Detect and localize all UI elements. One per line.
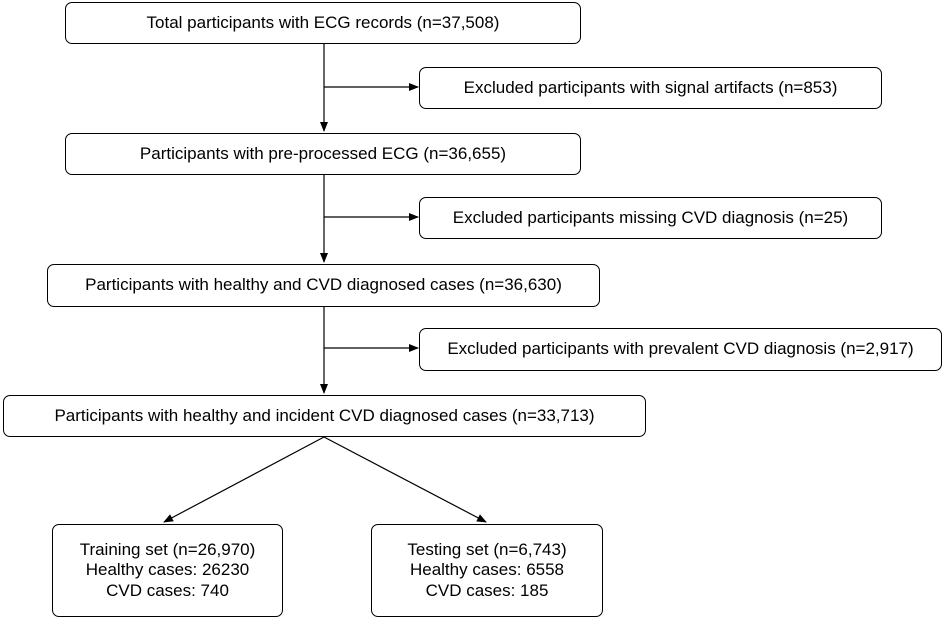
box-preprocessed-ecg-label: Participants with pre-processed ECG (n=3… <box>139 143 507 163</box>
training-set-healthy: Healthy cases: 26230 <box>85 560 250 580</box>
training-set-title: Training set (n=26,970) <box>79 539 256 559</box>
box-healthy-cvd-cases: Participants with healthy and CVD diagno… <box>47 264 600 307</box>
box-total-participants-label: Total participants with ECG records (n=3… <box>146 12 500 32</box>
box-incident-cvd-cases-label: Participants with healthy and incident C… <box>54 405 595 425</box>
box-total-participants: Total participants with ECG records (n=3… <box>65 2 581 44</box>
testing-set-cvd: CVD cases: 185 <box>425 580 549 600</box>
box-training-set: Training set (n=26,970) Healthy cases: 2… <box>52 524 283 617</box>
arrow-incident-to-training <box>163 436 325 523</box>
box-excluded-missing-diagnosis: Excluded participants missing CVD diagno… <box>419 197 882 239</box>
box-incident-cvd-cases: Participants with healthy and incident C… <box>3 395 646 437</box>
testing-set-title: Testing set (n=6,743) <box>407 539 567 559</box>
box-excluded-missing-diagnosis-label: Excluded participants missing CVD diagno… <box>452 207 849 227</box>
box-excluded-artifacts-label: Excluded participants with signal artifa… <box>463 77 838 97</box>
arrow-incident-to-testing <box>323 436 487 523</box>
box-excluded-artifacts: Excluded participants with signal artifa… <box>419 67 882 109</box>
box-excluded-prevalent-label: Excluded participants with prevalent CVD… <box>447 339 914 359</box>
testing-set-healthy: Healthy cases: 6558 <box>409 560 565 580</box>
box-healthy-cvd-cases-label: Participants with healthy and CVD diagno… <box>85 275 562 295</box>
box-testing-set: Testing set (n=6,743) Healthy cases: 655… <box>371 524 603 617</box>
box-preprocessed-ecg: Participants with pre-processed ECG (n=3… <box>65 133 581 175</box>
training-set-cvd: CVD cases: 740 <box>106 580 229 600</box>
box-excluded-prevalent: Excluded participants with prevalent CVD… <box>419 328 942 371</box>
